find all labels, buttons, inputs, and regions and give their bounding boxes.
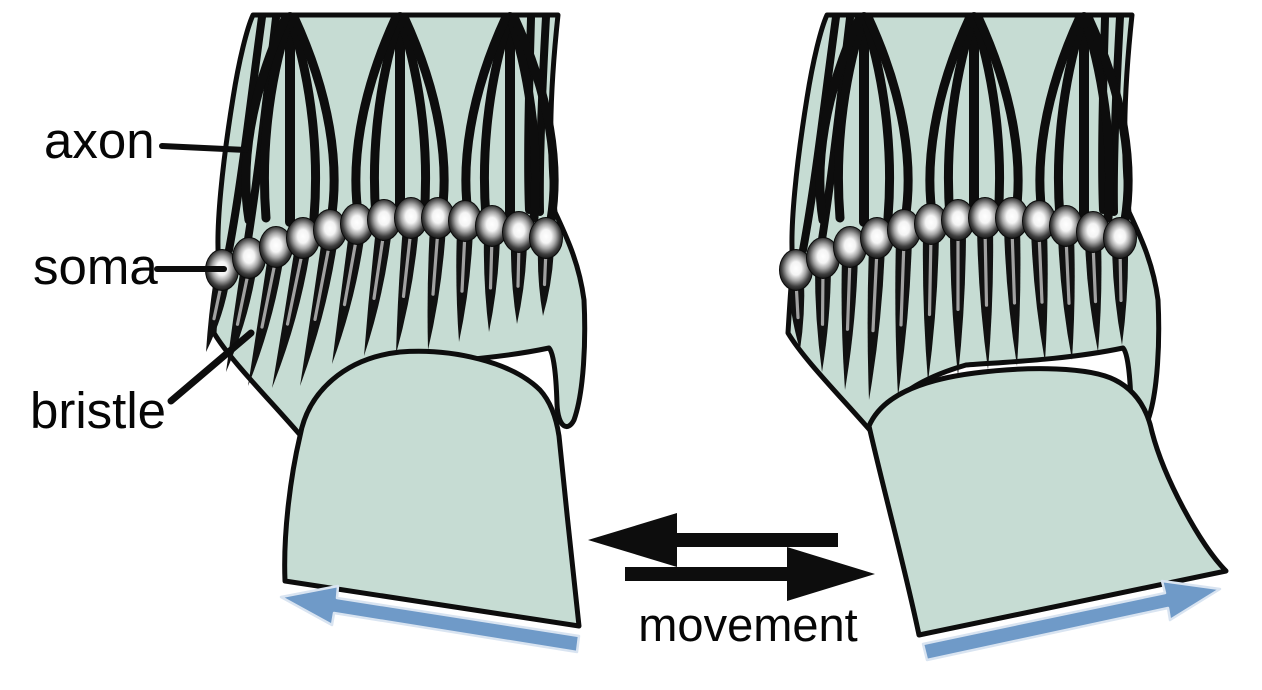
bristle-highlight [1010, 227, 1017, 305]
bristle-shape [364, 228, 392, 356]
bristle-shape [841, 255, 858, 390]
soma-row [779, 197, 1137, 291]
bristle-shape [206, 278, 230, 352]
bristle-highlight [372, 229, 386, 300]
bristle-shape [332, 232, 365, 364]
left-sensilla-figure [205, 15, 585, 654]
bristle-label: bristle [30, 382, 166, 439]
blue-arrow-left-icon [279, 584, 581, 654]
bristle-highlight [401, 227, 413, 298]
bristle-shape [427, 226, 446, 350]
bristle-shape [1085, 240, 1102, 352]
bristle-shape [895, 238, 912, 396]
blue-arrow-right-icon [921, 579, 1222, 662]
bristle-shape [867, 246, 885, 400]
soma-sphere [1103, 217, 1137, 259]
bristle-highlight [342, 233, 359, 307]
bristle-highlight [313, 239, 332, 321]
bristle-row [788, 226, 1129, 400]
bristle-highlight [260, 256, 278, 329]
soma-label: soma [33, 238, 158, 295]
bristle-highlight [927, 233, 933, 317]
bristle-shape [1031, 229, 1048, 362]
lower-segment-outline [282, 348, 582, 629]
bristle-highlight [845, 256, 852, 331]
black-arrow-right-icon [625, 547, 875, 601]
bristle-shape [1058, 234, 1075, 360]
black-arrow-left-icon [588, 513, 838, 567]
bristle-shape [300, 238, 338, 386]
bristle-highlight [983, 227, 989, 307]
bristle-highlight [871, 247, 879, 333]
bristle-highlight [1064, 235, 1071, 305]
movement-label: movement [638, 598, 857, 651]
soma-row [205, 197, 563, 291]
bristle-shape [1004, 226, 1021, 366]
bristle-highlight [285, 247, 305, 326]
annotation-labels: axon soma bristle [30, 112, 255, 439]
bristle-shape [248, 255, 284, 386]
bristle-pointer-line [167, 329, 255, 405]
bristle-shape [788, 278, 805, 350]
movement-indicator: movement [588, 513, 875, 651]
right-sensilla-figure [779, 15, 1229, 662]
bristle-shape [456, 229, 473, 342]
bristle-highlight [1037, 230, 1044, 304]
bristle-highlight [431, 227, 440, 296]
bristle-shape [396, 226, 419, 354]
bristle-shape [272, 246, 311, 388]
soma-sphere [529, 217, 563, 259]
axon-pointer-line [159, 143, 249, 153]
axon-label: axon [44, 112, 155, 169]
lower-segment-outline [866, 366, 1229, 638]
bristle-highlight [899, 239, 906, 327]
